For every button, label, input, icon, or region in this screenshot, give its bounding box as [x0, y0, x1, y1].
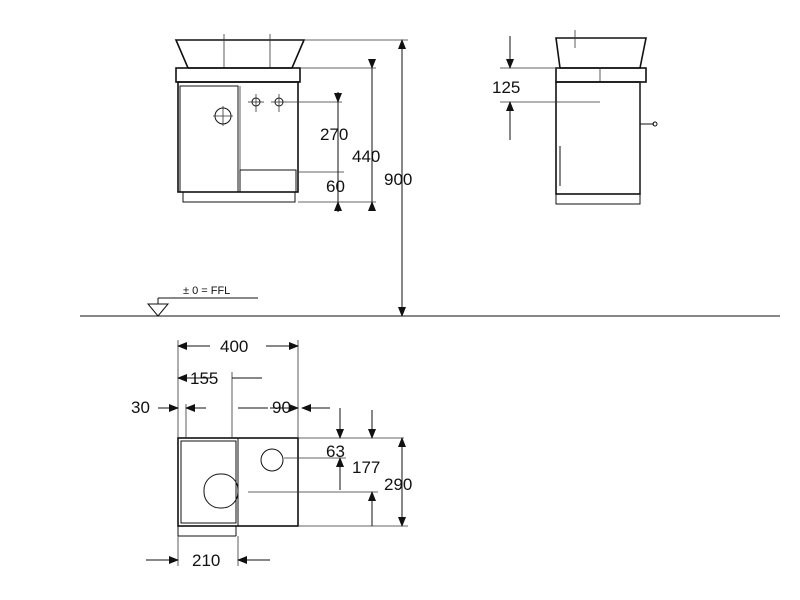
dim-30-label: 30 — [131, 398, 150, 417]
plan-basin-oval — [203, 473, 239, 509]
side-countertop — [555, 67, 647, 83]
floor-level: ± 0 = FFL — [80, 285, 780, 317]
dim-60-label: 60 — [326, 177, 345, 196]
plan-view: 400 155 30 90 63 177 290 — [131, 337, 412, 570]
dim-90-label: 90 — [272, 398, 291, 417]
countertop — [175, 67, 301, 83]
dim-177-label: 177 — [352, 458, 380, 477]
cabinet-door — [179, 85, 239, 193]
dim-440-label: 440 — [352, 147, 380, 166]
dim-900-label: 900 — [384, 170, 412, 189]
dim-400-label: 400 — [220, 337, 248, 356]
dim-210-label: 210 — [192, 551, 220, 570]
dim-125-label: 125 — [492, 78, 520, 97]
cabinet-shelf — [239, 169, 297, 193]
side-cabinet — [555, 81, 641, 195]
cabinet-plinth — [182, 191, 296, 203]
dim-155-label: 155 — [190, 369, 218, 388]
front-view: 270 60 440 900 — [174, 34, 412, 317]
plan-drain — [260, 448, 284, 472]
side-handle-knob — [652, 121, 658, 127]
basin-bowl — [174, 39, 306, 69]
side-view: 125 — [492, 30, 658, 205]
side-plinth — [555, 193, 641, 205]
dim-270-label: 270 — [320, 125, 348, 144]
dim-63-label: 63 — [326, 442, 345, 461]
side-basin — [555, 37, 647, 69]
ffl-label: ± 0 = FFL — [183, 285, 230, 297]
dim-290-label: 290 — [384, 475, 412, 494]
plan-left-compartment — [180, 440, 237, 524]
level-marker — [146, 303, 170, 317]
